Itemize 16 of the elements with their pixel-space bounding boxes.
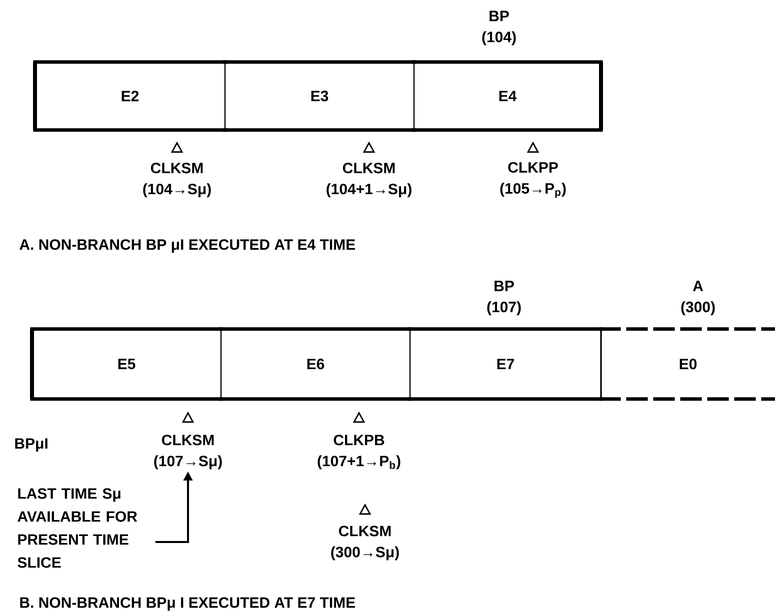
caption: A. NON-BRANCH BP μI EXECUTED AT E4 TIME [20, 239, 355, 253]
time-slot-box: E7 [408, 327, 603, 401]
time-slot-box: E0 [599, 327, 775, 401]
time-slot-box: E2 [33, 60, 227, 132]
text-label: CLKPB (107+1→P$_{b}$) [318, 434, 400, 470]
text-label: CLKSM (300→Sμ) [331, 526, 399, 560]
text-label: CLKPP (105→P$_{p}$) [500, 162, 566, 198]
caption: B. NON-BRANCH BPμ I EXECUTED AT E7 TIME [20, 597, 355, 611]
text-label: CLKSM (104+1→Sμ) [326, 162, 412, 198]
note-text: LAST TIME Sμ AVAILABLE FOR PRESENT TIME SLICE [18, 488, 138, 568]
clock-label: CLKSM (107→Sμ) [154, 434, 222, 470]
time-slot-box: E6 [219, 327, 412, 401]
time-slot-box: E3 [223, 60, 416, 132]
time-slot-box: E4 [412, 60, 603, 132]
text-label: CLKSM (104→Sμ) [143, 162, 211, 198]
time-slot-box: E5 [30, 327, 223, 401]
